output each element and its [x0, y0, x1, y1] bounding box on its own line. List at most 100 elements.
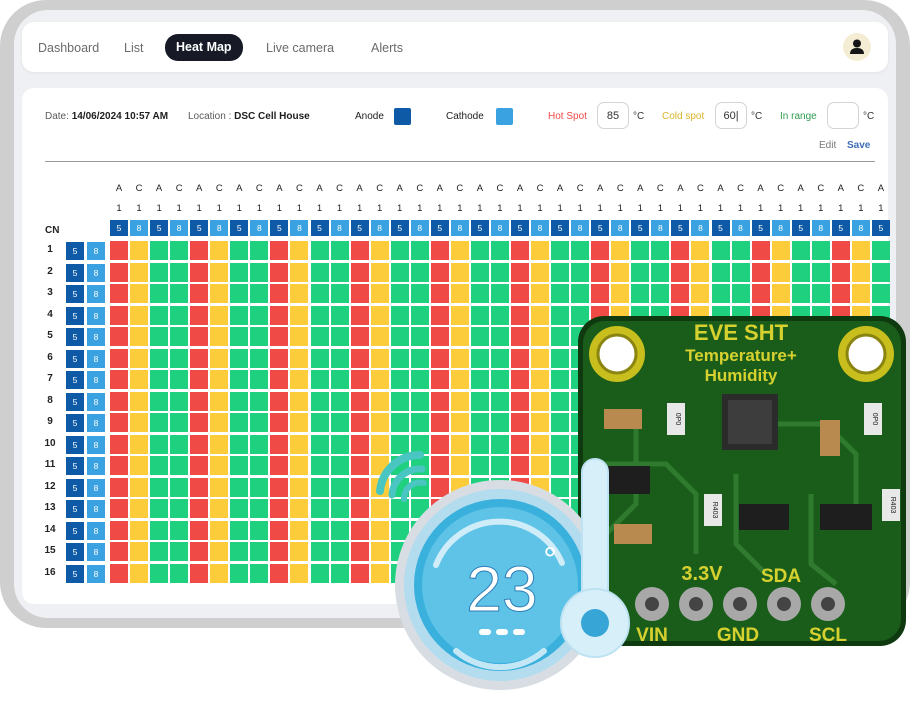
heatmap-cell[interactable] — [551, 391, 570, 411]
heatmap-cell[interactable] — [290, 370, 309, 389]
heatmap-cell[interactable] — [230, 456, 249, 475]
heatmap-cell[interactable] — [711, 262, 730, 282]
heatmap-cell[interactable] — [450, 434, 469, 454]
heatmap-cell[interactable] — [390, 413, 409, 432]
heatmap-cell[interactable] — [751, 284, 770, 303]
heatmap-cell[interactable] — [150, 456, 169, 475]
heatmap-cell[interactable] — [611, 284, 630, 303]
heatmap-cell[interactable] — [350, 348, 369, 368]
heatmap-cell[interactable] — [430, 327, 449, 346]
heatmap-cell[interactable] — [290, 305, 309, 325]
heatmap-cell[interactable] — [390, 327, 409, 346]
heatmap-cell[interactable] — [330, 477, 349, 497]
heatmap-cell[interactable] — [350, 542, 369, 561]
heatmap-cell[interactable] — [511, 327, 529, 346]
heatmap-cell[interactable] — [430, 262, 449, 282]
heatmap-cell[interactable] — [571, 284, 590, 303]
heatmap-cell[interactable] — [450, 284, 469, 303]
heatmap-cell[interactable] — [551, 305, 570, 325]
heatmap-cell[interactable] — [310, 456, 329, 475]
heatmap-cell[interactable] — [170, 563, 189, 583]
heatmap-cell[interactable] — [150, 563, 169, 583]
heatmap-cell[interactable] — [450, 348, 469, 368]
heatmap-cell[interactable] — [110, 456, 128, 475]
heatmap-cell[interactable] — [511, 348, 529, 368]
heatmap-cell[interactable] — [390, 241, 409, 260]
heatmap-cell[interactable] — [310, 520, 329, 540]
heatmap-cell[interactable] — [470, 413, 489, 432]
heatmap-cell[interactable] — [170, 542, 189, 561]
heatmap-cell[interactable] — [270, 520, 289, 540]
heatmap-cell[interactable] — [531, 241, 550, 260]
heatmap-cell[interactable] — [731, 284, 750, 303]
heatmap-cell[interactable] — [170, 348, 189, 368]
heatmap-cell[interactable] — [711, 284, 730, 303]
heatmap-cell[interactable] — [611, 262, 630, 282]
heatmap-cell[interactable] — [150, 477, 169, 497]
heatmap-cell[interactable] — [250, 327, 269, 346]
heatmap-cell[interactable] — [150, 499, 169, 518]
heatmap-cell[interactable] — [410, 391, 429, 411]
heatmap-cell[interactable] — [731, 262, 750, 282]
heatmap-cell[interactable] — [230, 434, 249, 454]
heatmap-cell[interactable] — [330, 284, 349, 303]
heatmap-cell[interactable] — [511, 284, 529, 303]
heatmap-cell[interactable] — [370, 284, 389, 303]
heatmap-cell[interactable] — [250, 520, 269, 540]
heatmap-cell[interactable] — [250, 348, 269, 368]
heatmap-cell[interactable] — [230, 563, 249, 583]
heatmap-cell[interactable] — [150, 370, 169, 389]
heatmap-cell[interactable] — [631, 241, 650, 260]
heatmap-cell[interactable] — [150, 284, 169, 303]
heatmap-cell[interactable] — [270, 348, 289, 368]
heatmap-cell[interactable] — [290, 499, 309, 518]
heatmap-cell[interactable] — [370, 327, 389, 346]
heatmap-cell[interactable] — [531, 348, 550, 368]
heatmap-cell[interactable] — [551, 456, 570, 475]
heatmap-cell[interactable] — [430, 477, 449, 497]
heatmap-cell[interactable] — [130, 284, 149, 303]
heatmap-cell[interactable] — [130, 499, 149, 518]
heatmap-cell[interactable] — [671, 241, 690, 260]
heatmap-cell[interactable] — [230, 305, 249, 325]
heatmap-cell[interactable] — [470, 262, 489, 282]
heatmap-cell[interactable] — [330, 413, 349, 432]
heatmap-cell[interactable] — [170, 305, 189, 325]
heatmap-cell[interactable] — [310, 284, 329, 303]
heatmap-cell[interactable] — [430, 434, 449, 454]
heatmap-cell[interactable] — [490, 456, 509, 475]
heatmap-cell[interactable] — [110, 241, 128, 260]
heatmap-cell[interactable] — [170, 456, 189, 475]
heatmap-cell[interactable] — [130, 456, 149, 475]
heatmap-cell[interactable] — [310, 477, 329, 497]
heatmap-cell[interactable] — [190, 542, 209, 561]
heatmap-cell[interactable] — [230, 262, 249, 282]
heatmap-cell[interactable] — [350, 305, 369, 325]
heatmap-cell[interactable] — [130, 262, 149, 282]
heatmap-cell[interactable] — [450, 305, 469, 325]
heatmap-cell[interactable] — [190, 434, 209, 454]
heatmap-cell[interactable] — [470, 434, 489, 454]
tab-dashboard[interactable]: Dashboard — [38, 41, 100, 55]
heatmap-cell[interactable] — [230, 370, 249, 389]
heatmap-cell[interactable] — [170, 241, 189, 260]
heatmap-cell[interactable] — [290, 262, 309, 282]
heatmap-cell[interactable] — [130, 348, 149, 368]
heatmap-cell[interactable] — [270, 434, 289, 454]
heatmap-cell[interactable] — [190, 391, 209, 411]
heatmap-cell[interactable] — [170, 520, 189, 540]
heatmap-cell[interactable] — [450, 413, 469, 432]
heatmap-cell[interactable] — [691, 262, 710, 282]
heatmap-cell[interactable] — [551, 477, 570, 497]
heatmap-cell[interactable] — [330, 370, 349, 389]
heatmap-cell[interactable] — [851, 284, 870, 303]
heatmap-cell[interactable] — [350, 520, 369, 540]
heatmap-cell[interactable] — [210, 327, 229, 346]
heatmap-cell[interactable] — [190, 305, 209, 325]
heatmap-cell[interactable] — [210, 284, 229, 303]
heatmap-cell[interactable] — [551, 348, 570, 368]
heatmap-cell[interactable] — [190, 370, 209, 389]
heatmap-cell[interactable] — [651, 241, 670, 260]
heatmap-cell[interactable] — [370, 563, 389, 583]
heatmap-cell[interactable] — [250, 391, 269, 411]
